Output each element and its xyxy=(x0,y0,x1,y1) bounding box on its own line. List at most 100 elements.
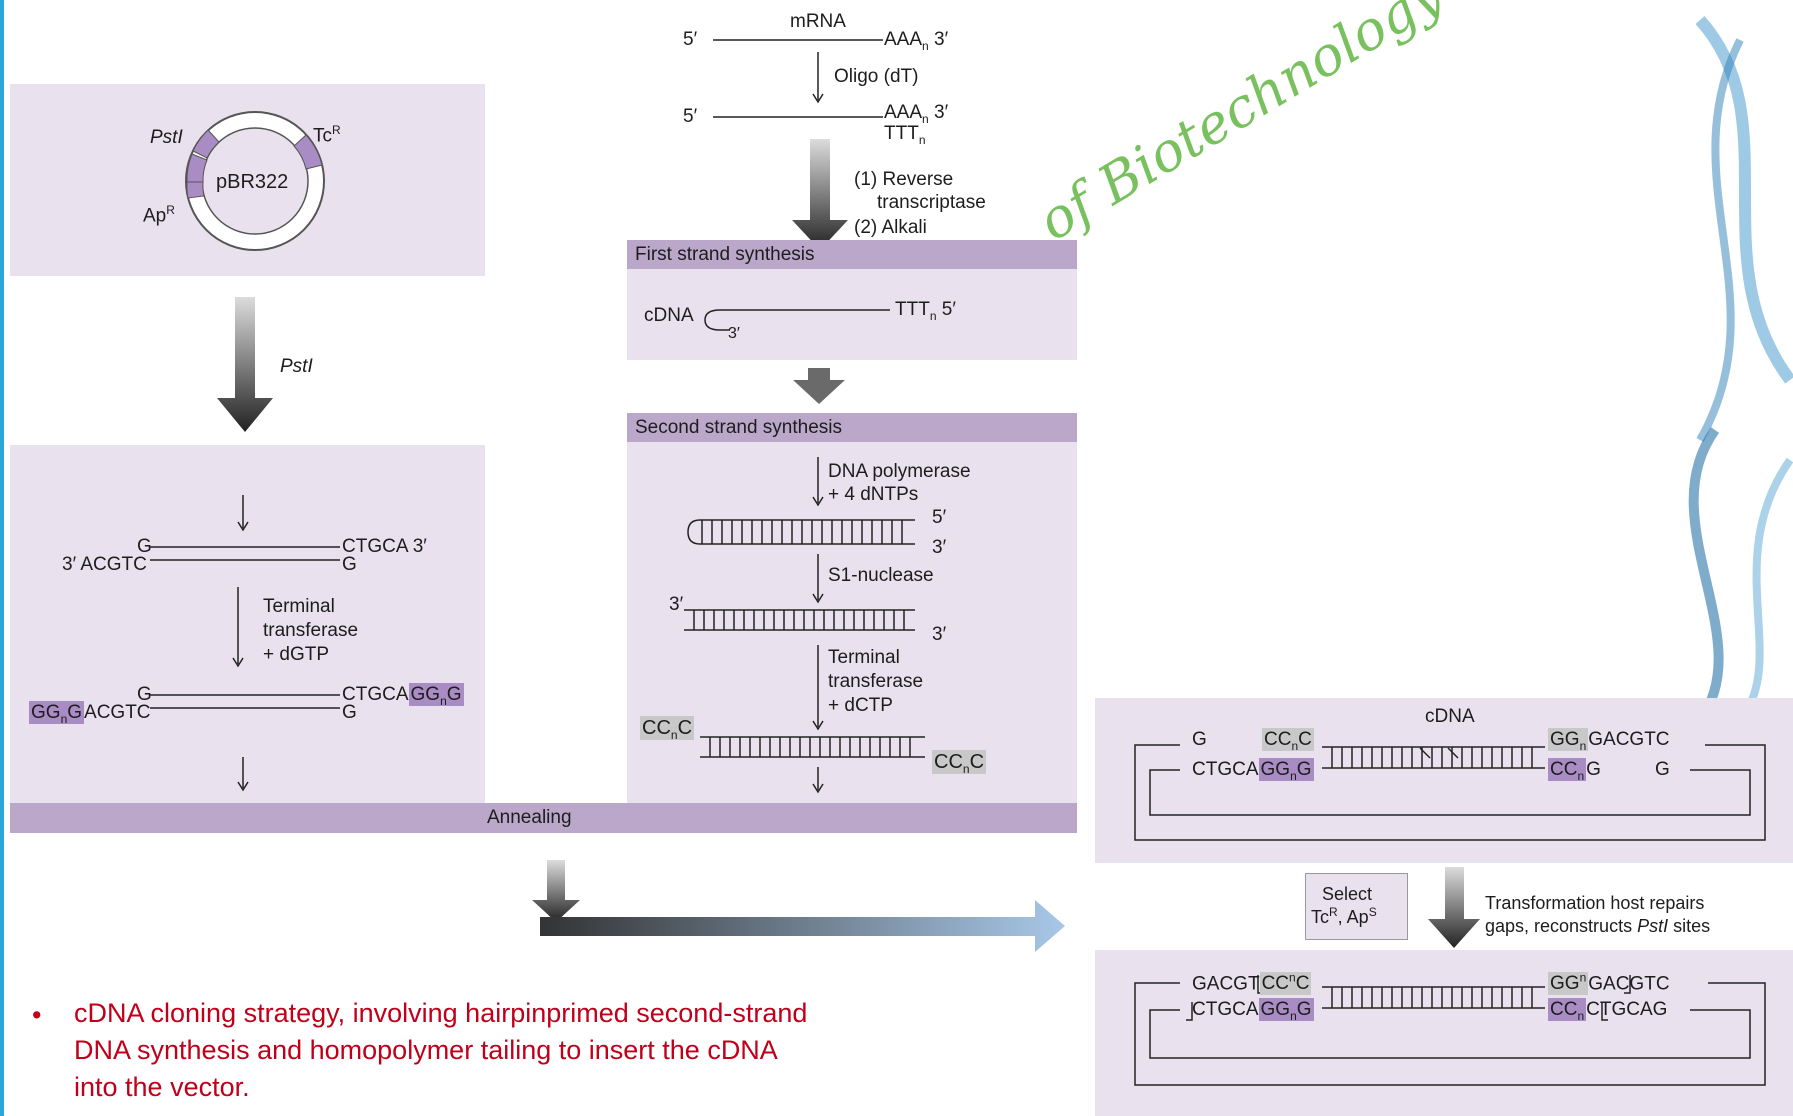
ccnc-left-tail: CCnC xyxy=(640,718,694,741)
ccnc-left-c: C xyxy=(678,717,692,739)
right-ggng-sub: n xyxy=(1290,769,1297,783)
ggng-right-2: G xyxy=(447,684,462,705)
bot-cc-sub: n xyxy=(1577,1009,1584,1023)
bot-ccnc-c: C xyxy=(1296,973,1310,994)
repaired-bottom-left: CTGCAGGnG xyxy=(1192,1000,1314,1022)
right-ggng-g: G xyxy=(1297,759,1312,780)
plasmid-name: pBR322 xyxy=(216,172,288,192)
right-ccng-g: G xyxy=(1586,759,1601,780)
right-g-left: G xyxy=(1192,730,1207,749)
bot-ggng-sub: n xyxy=(1290,1009,1297,1023)
bot-ggng-g: G xyxy=(1297,999,1312,1020)
ap-text: Ap xyxy=(143,205,166,226)
right-ggn-box: GGn xyxy=(1548,728,1588,751)
tailing-panel xyxy=(10,445,485,805)
right-ccnc-cc: CC xyxy=(1264,729,1291,750)
ccnc-left-box: CCnC xyxy=(640,716,694,740)
caption-line-2: DNA synthesis and homopolymer tailing to… xyxy=(74,1037,778,1064)
left-acgtc: 3′ ACGTC xyxy=(62,555,147,574)
first-ttt-sub: n xyxy=(930,309,937,323)
mrna-five-prime-2: 5′ xyxy=(683,107,697,126)
right-ccng-cc: CC xyxy=(1550,759,1577,780)
rt-step-3: (2) Alkali xyxy=(854,218,927,237)
left-g-bot: G xyxy=(342,555,357,574)
bot-ggn-sup: n xyxy=(1580,971,1587,985)
left-tt1: Terminal xyxy=(263,597,335,616)
ccnc-right-sub: n xyxy=(963,762,970,776)
hairpin-three-prime: 3′ xyxy=(932,538,946,557)
s1-nuclease-label: S1-nuclease xyxy=(828,566,934,585)
oligo-dt-label: Oligo (dT) xyxy=(834,67,918,86)
aaa-text: AAA xyxy=(884,29,922,50)
tc-text: Tc xyxy=(313,125,332,146)
ggng-right-tail: GGnG xyxy=(409,683,464,706)
aaa2-text: AAA xyxy=(884,102,922,123)
bot-ctgca: CTGCA xyxy=(1192,999,1259,1020)
first-five-prime: 5′ xyxy=(942,299,956,320)
right-ccnc-box: CCnC xyxy=(1262,728,1314,751)
right-ggng-gg: GG xyxy=(1261,759,1291,780)
rt-step-2: transcriptase xyxy=(877,193,986,212)
dna-polymerase-label: DNA polymerase xyxy=(828,462,971,481)
ggng-right-1: GG xyxy=(411,684,441,705)
plasmid-tcr-label: TcR xyxy=(313,124,341,145)
right-gacgtc: GACGTC xyxy=(1588,729,1669,750)
second-tt2: transferase xyxy=(828,672,923,691)
transformation-label-2: gaps, reconstructs PstI sites xyxy=(1485,917,1710,935)
left-edge-stripe xyxy=(0,0,4,1116)
trans2-end: sites xyxy=(1668,916,1710,936)
mrna-polya-2: AAAn 3′ xyxy=(884,103,948,125)
first-ttt: TTTn 5′ xyxy=(895,300,956,322)
bot-ctgcag: CTGCAG xyxy=(1586,999,1667,1020)
three-prime: 3′ xyxy=(934,29,948,50)
left-tt3: + dGTP xyxy=(263,645,329,664)
ccnc-right-c: C xyxy=(970,751,984,773)
trans2-psti: PstI xyxy=(1637,916,1668,936)
three-prime-2: 3′ xyxy=(934,102,948,123)
ggng-left-2: G xyxy=(67,702,82,723)
ttt-sub: n xyxy=(919,133,926,147)
left-ctgca-ggng: CTGCAGGnG xyxy=(342,685,464,707)
ap-sup: R xyxy=(166,203,175,217)
ccnc-left-cc: CC xyxy=(642,717,671,739)
rt-step-1: (1) Reverse xyxy=(854,170,953,189)
bot-cc-text: CC xyxy=(1550,999,1577,1020)
right-ccnc-c: C xyxy=(1298,729,1312,750)
first-ttt-text: TTT xyxy=(895,299,930,320)
mrna-title: mRNA xyxy=(790,12,846,31)
ggng-right-sub: n xyxy=(440,694,447,708)
second-strand-bar: Second strand synthesis xyxy=(627,413,1077,442)
right-ggn-sub: n xyxy=(1580,739,1587,753)
bot-gacgt: GACGT xyxy=(1192,973,1260,994)
right-ctgca-ggng: CTGCAGGnG xyxy=(1192,760,1314,782)
right-ccng-sub: n xyxy=(1577,769,1584,783)
transformation-label-1: Transformation host repairs xyxy=(1485,894,1704,912)
plasmid-apr-label: ApR xyxy=(143,204,175,225)
acgtc2-text: ACGTC xyxy=(84,702,151,723)
select-ap: , Ap xyxy=(1338,907,1369,927)
tc-sup: R xyxy=(332,123,341,137)
caption-line-3: into the vector. xyxy=(74,1074,250,1101)
first-three-prime: 3′ xyxy=(728,326,740,342)
second-tt3: + dCTP xyxy=(828,696,893,715)
dntps-label: + 4 dNTPs xyxy=(828,485,918,504)
right-g-end: G xyxy=(1655,760,1670,779)
ggng-left-1: GG xyxy=(31,702,61,723)
left-g2-bot: G xyxy=(342,703,357,722)
ccnc-left-sub: n xyxy=(671,728,678,742)
caption-line-1: cDNA cloning strategy, involving hairpin… xyxy=(74,1000,807,1027)
select-tc-sup: R xyxy=(1329,905,1338,919)
bot-ccnc-box: CCnC xyxy=(1260,972,1312,995)
hairpin-five-prime: 5′ xyxy=(932,508,946,527)
right-cdna-label: cDNA xyxy=(1425,707,1475,726)
right-ggn-gg: GG xyxy=(1550,729,1580,750)
select-label-2: TcR, ApS xyxy=(1311,906,1377,926)
right-ccng-box: CCn xyxy=(1548,758,1586,781)
second-tt1: Terminal xyxy=(828,648,900,667)
ccnc-right-tail: CCnC xyxy=(932,752,986,775)
